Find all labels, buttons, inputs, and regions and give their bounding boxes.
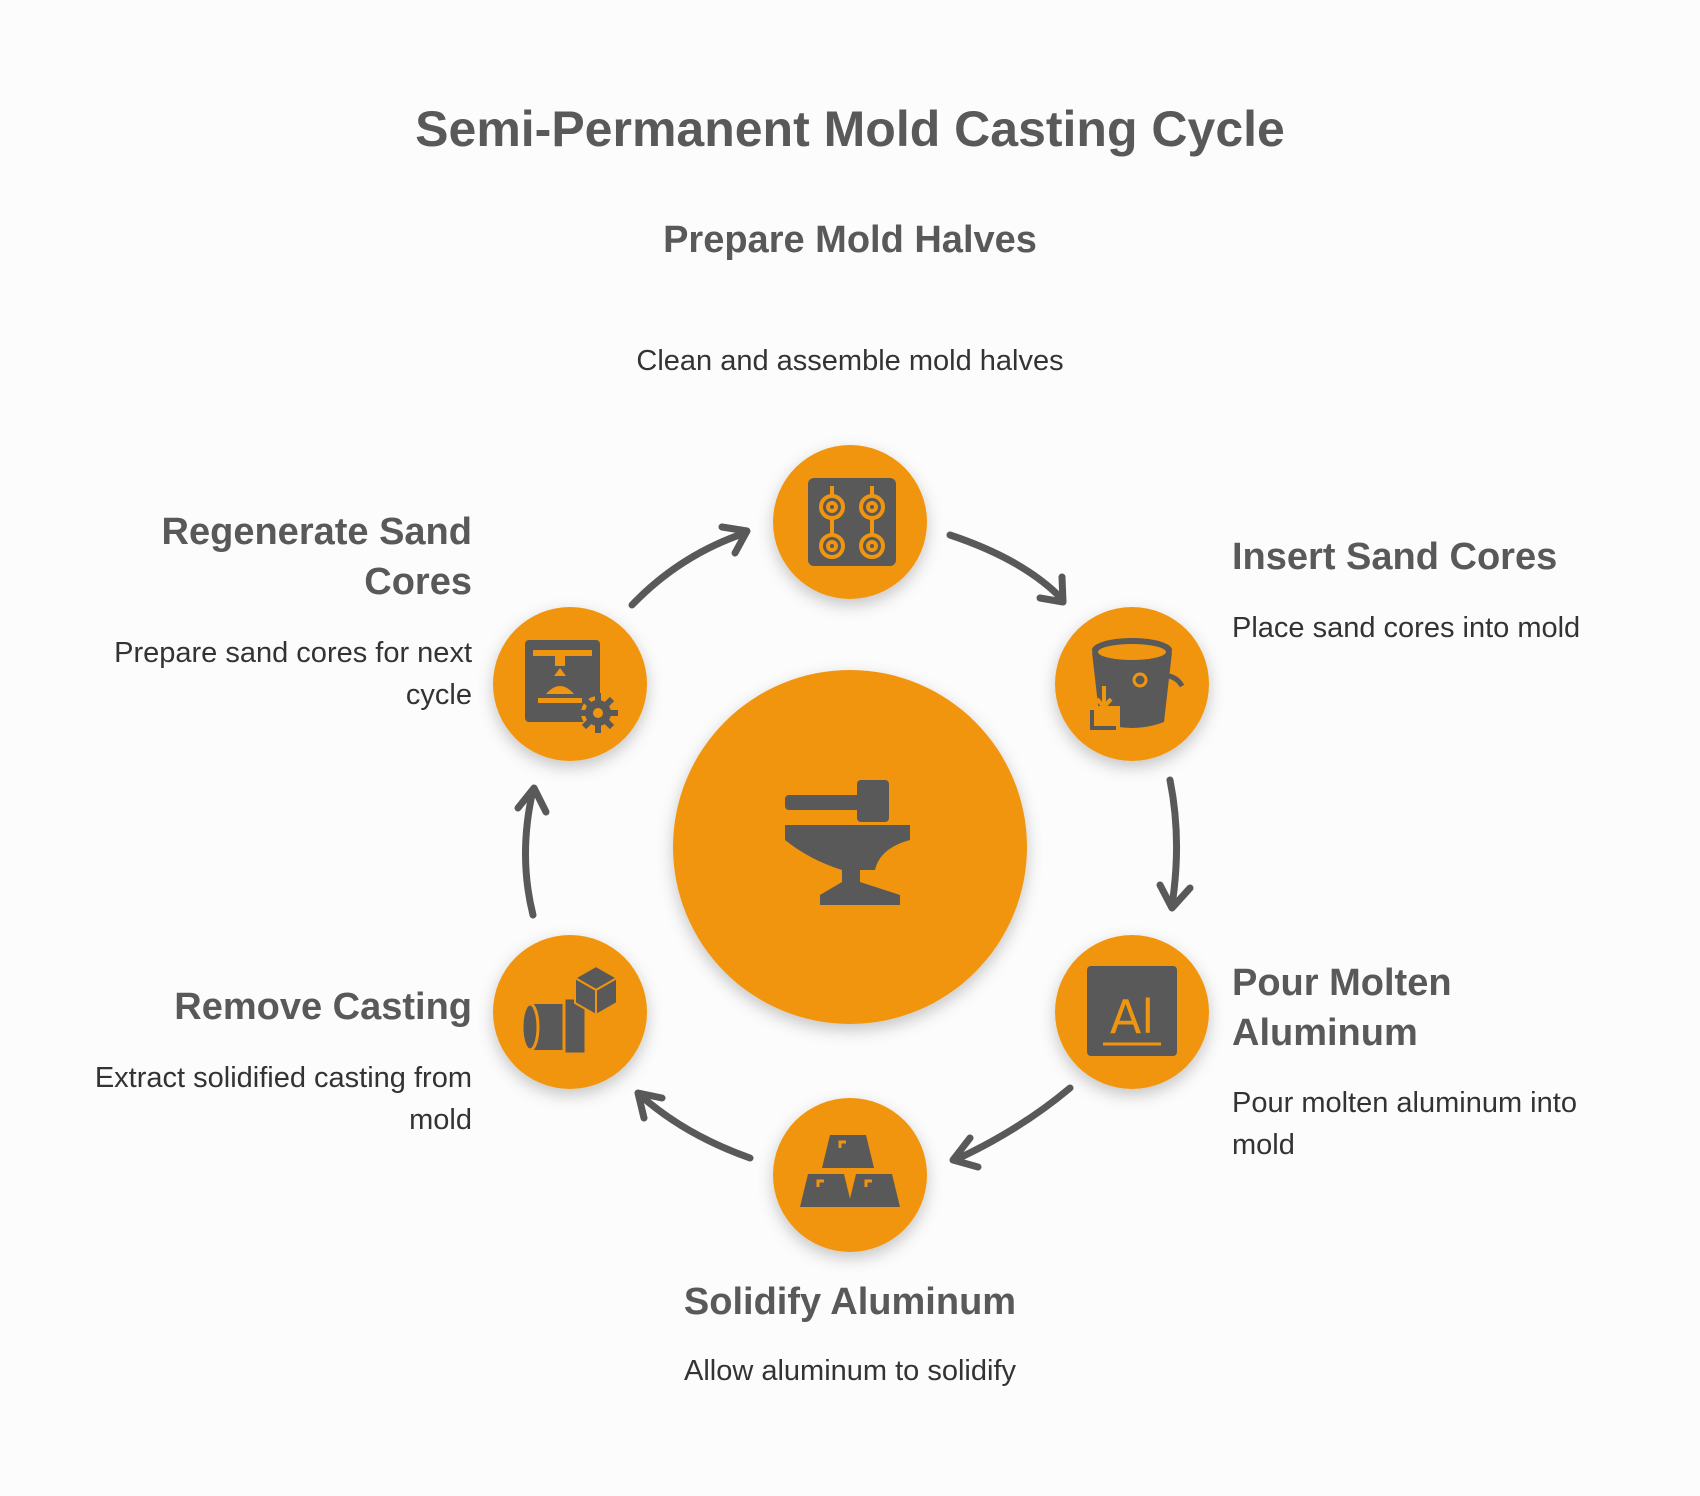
step-description: Place sand cores into mold <box>1232 612 1581 644</box>
bucket-icon <box>1088 638 1185 730</box>
anvil-hammer-icon <box>785 780 910 905</box>
step-description: Extract solidified casting from mold <box>94 1062 472 1136</box>
pipe-box-icon <box>520 964 620 1056</box>
step-node-insert <box>1055 607 1209 761</box>
step-node-solidify <box>773 1098 927 1252</box>
aluminum-element-icon: Al <box>1087 966 1177 1056</box>
printer-gear-icon <box>525 640 618 733</box>
step-node-remove <box>493 935 647 1089</box>
arrow-regenerate-to-prepare <box>628 523 751 609</box>
arrow-prepare-to-insert <box>946 531 1067 606</box>
svg-text:Al: Al <box>1110 990 1154 1044</box>
step-node-regenerate <box>493 607 647 761</box>
arrow-remove-to-regenerate <box>514 784 550 919</box>
arrow-pour-to-solidify <box>949 1084 1074 1171</box>
arrow-insert-to-pour <box>1156 776 1194 912</box>
step-description: Allow aluminum to solidify <box>683 1355 1016 1387</box>
step-node-pour: Al <box>1055 935 1209 1089</box>
center-hub <box>673 670 1027 1024</box>
step-node-prepare <box>773 445 927 599</box>
step-title: Prepare Mold Halves <box>663 219 1037 261</box>
step-title: Insert Sand Cores <box>1232 536 1558 578</box>
arrow-solidify-to-remove <box>634 1089 754 1162</box>
mold-plate-icon <box>808 478 896 566</box>
step-title: Pour Molten Aluminum <box>1232 962 1452 1054</box>
step-description: Pour molten aluminum into mold <box>1232 1087 1577 1161</box>
step-description: Clean and assemble mold halves <box>636 345 1064 377</box>
ingots-icon <box>800 1135 900 1207</box>
step-title: Regenerate Sand Cores <box>161 511 472 603</box>
diagram-title: Semi-Permanent Mold Casting Cycle <box>415 101 1285 157</box>
step-title: Remove Casting <box>174 986 472 1028</box>
step-description: Prepare sand cores for next cycle <box>114 637 472 711</box>
step-title: Solidify Aluminum <box>683 1281 1017 1323</box>
